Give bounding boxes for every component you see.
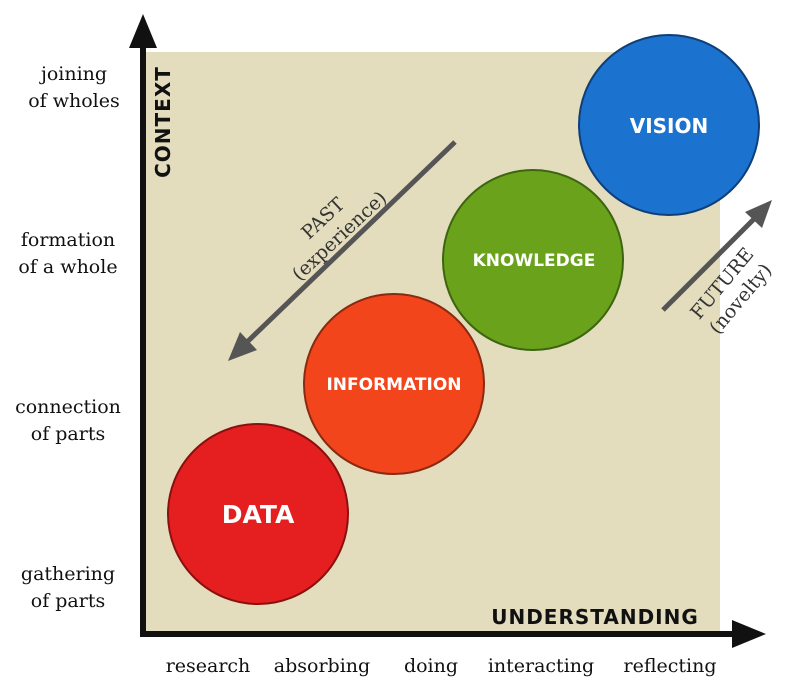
stage-information: INFORMATION [303, 293, 485, 475]
stage-label: INFORMATION [326, 375, 461, 395]
y-level-label: of wholes [28, 90, 120, 112]
stage-circle [303, 293, 485, 475]
y-level-label: of parts [31, 590, 105, 612]
x-axis-arrowhead [732, 620, 766, 648]
stage-circle [167, 423, 349, 605]
stage-circle [578, 34, 760, 216]
stage-label: DATA [222, 500, 295, 529]
future-arrow-head [745, 200, 772, 228]
stage-data: DATA [167, 423, 349, 605]
y-level-label: connection [15, 396, 121, 418]
past-arrow [228, 140, 457, 361]
future-arrow [661, 200, 772, 312]
past-arrow-head [228, 332, 257, 361]
future-arrow-shaft [661, 213, 760, 312]
y-axis-title: CONTEXT [151, 66, 175, 178]
x-level-labels: research absorbing doing interacting ref… [166, 655, 717, 677]
stage-circle [442, 169, 624, 351]
stage-label: KNOWLEDGE [473, 251, 596, 271]
x-axis-title: UNDERSTANDING [491, 605, 699, 629]
past-arrow-shaft [243, 140, 457, 346]
x-level-label: absorbing [274, 655, 370, 677]
y-level-label: formation [21, 229, 115, 251]
y-level-labels: joining of wholes formation of a whole c… [15, 63, 121, 612]
x-level-label: reflecting [624, 655, 717, 677]
stage-label: VISION [630, 114, 709, 138]
y-axis-arrowhead [129, 14, 157, 48]
y-level-label: joining [39, 63, 107, 85]
y-level-label: gathering [21, 563, 115, 585]
x-level-label: doing [404, 655, 458, 677]
stage-knowledge: KNOWLEDGE [442, 169, 624, 351]
x-level-label: interacting [488, 655, 594, 677]
x-level-label: research [166, 655, 251, 677]
y-level-label: of parts [31, 423, 105, 445]
y-level-label: of a whole [18, 256, 117, 278]
stage-vision: VISION [578, 34, 760, 216]
